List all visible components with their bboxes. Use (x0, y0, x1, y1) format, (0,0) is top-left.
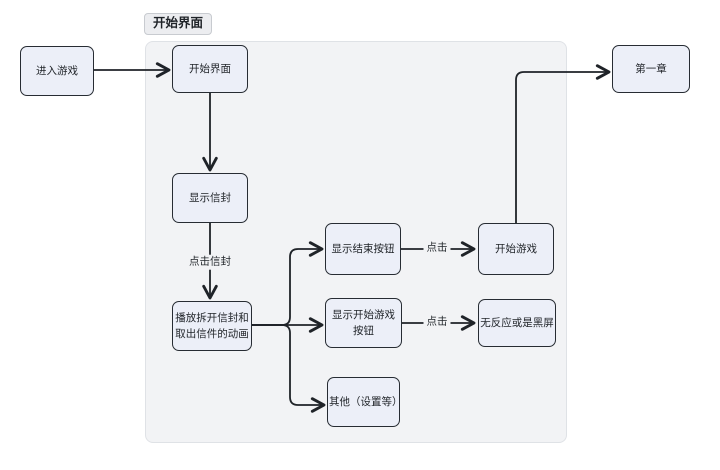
edge-label-click-end: 点击 (423, 240, 451, 256)
arrow-animation-to-end-button (252, 241, 324, 326)
arrow-animation-to-other (252, 324, 326, 413)
arrow-startgame-to-chapter (515, 64, 611, 223)
node-show-end-button: 显示结束按钮 (325, 223, 401, 275)
edge-label-click-envelope: 点击信封 (186, 254, 234, 270)
node-show-start-button: 显示开始游戏按钮 (325, 298, 402, 348)
node-show-envelope: 显示信封 (172, 173, 248, 223)
node-start-game: 开始游戏 (478, 223, 554, 275)
node-chapter-one: 第一章 (612, 45, 690, 93)
node-play-animation: 播放拆开信封和取出信件的动画 (172, 301, 252, 351)
node-enter-game: 进入游戏 (20, 46, 94, 96)
node-other-settings: 其他（设置等） (327, 377, 403, 427)
node-no-response: 无反应或是黑屏 (478, 299, 556, 347)
node-start-screen: 开始界面 (172, 45, 248, 93)
group-title-badge: 开始界面 (144, 13, 213, 35)
edge-label-click-start: 点击 (423, 314, 451, 330)
